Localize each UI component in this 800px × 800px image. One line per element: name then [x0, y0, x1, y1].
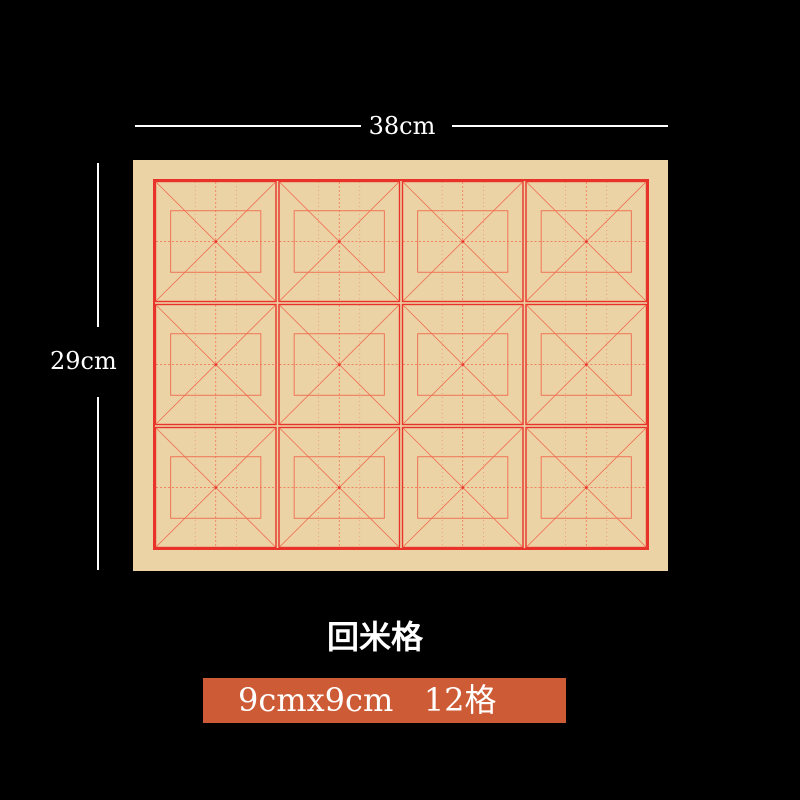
spec-banner: 9cmx9cm 12格 — [203, 678, 566, 723]
grid-cell — [401, 303, 524, 426]
calligraphy-paper-sheet — [133, 160, 668, 571]
cell-inner-rectangle — [170, 456, 262, 519]
cell-inner-rectangle — [540, 210, 632, 273]
grid-cell — [154, 426, 277, 549]
cell-center-dot — [337, 363, 341, 366]
cell-inner-rectangle — [293, 456, 385, 519]
width-dimension-line-left — [135, 125, 361, 127]
cell-center-dot — [214, 486, 218, 489]
cell-inner-rectangle — [417, 210, 509, 273]
grid-cell — [154, 303, 277, 426]
cell-size-label: 9cmx9cm — [238, 681, 394, 719]
grid-cell — [525, 180, 648, 303]
grid-cell — [525, 303, 648, 426]
width-dimension-line-right — [452, 125, 668, 127]
cell-inner-rectangle — [540, 333, 632, 396]
cell-center-dot — [214, 363, 218, 366]
cell-center-dot — [461, 486, 465, 489]
cell-inner-rectangle — [293, 333, 385, 396]
height-dimension-label: 29cm — [50, 347, 117, 375]
grid-cell — [154, 180, 277, 303]
spec-text: 9cmx9cm 12格 — [238, 678, 497, 723]
cell-inner-rectangle — [417, 333, 509, 396]
cell-inner-rectangle — [170, 210, 262, 273]
cell-center-dot — [337, 486, 341, 489]
cell-center-dot — [584, 363, 588, 366]
cell-center-dot — [461, 363, 465, 366]
cell-inner-rectangle — [170, 333, 262, 396]
grid-outer-frame — [153, 179, 649, 550]
grid-cell — [401, 426, 524, 549]
mi-grid-pattern — [153, 179, 649, 550]
grid-cell — [278, 303, 401, 426]
cell-inner-rectangle — [417, 456, 509, 519]
cell-center-dot — [337, 240, 341, 243]
cell-inner-rectangle — [540, 456, 632, 519]
cell-center-dot — [584, 486, 588, 489]
grid-cell — [278, 426, 401, 549]
grid-cell — [278, 180, 401, 303]
width-dimension-label: 38cm — [368, 112, 436, 140]
cell-count-label: 12格 — [423, 681, 497, 719]
height-dimension-line-top — [97, 163, 99, 327]
grid-style-title: 回米格 — [326, 618, 423, 656]
cell-center-dot — [214, 240, 218, 243]
cell-inner-rectangle — [293, 210, 385, 273]
grid-cell — [525, 426, 648, 549]
cell-center-dot — [584, 240, 588, 243]
cell-center-dot — [461, 240, 465, 243]
grid-cell — [401, 180, 524, 303]
height-dimension-line-bottom — [97, 397, 99, 570]
